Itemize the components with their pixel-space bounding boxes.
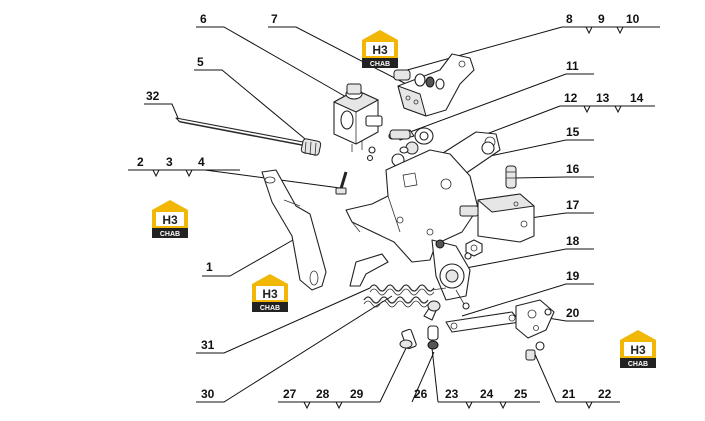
callout-26: 26 <box>414 387 428 401</box>
part-15-frame <box>345 149 479 263</box>
leader-8-9-10-tick <box>585 26 593 35</box>
callout-8: 8 <box>566 12 573 26</box>
leader-15 <box>489 139 594 157</box>
watermark-logo-1: H3 CHAB <box>362 30 398 68</box>
part-18-nut <box>465 239 483 257</box>
leader-17 <box>529 212 594 219</box>
leader-32 <box>144 103 179 119</box>
callout-2: 2 <box>137 155 144 169</box>
callout-29: 29 <box>350 387 364 401</box>
watermark-logo-4: H3 CHAB <box>620 330 656 368</box>
leader-2-3-4-tick <box>152 169 160 178</box>
callout-20: 20 <box>566 306 580 320</box>
leader-8-part <box>399 26 563 73</box>
leader-lines <box>128 26 660 410</box>
spring-mount-bracket <box>349 253 389 287</box>
watermark-logo-3: H3 CHAB <box>252 274 288 312</box>
callout-28: 28 <box>316 387 330 401</box>
part-20-clevis <box>515 299 555 339</box>
leader-29-part <box>379 343 409 403</box>
callout-16: 16 <box>566 162 580 176</box>
leader-12-13-14-tick <box>583 105 591 114</box>
callout-30: 30 <box>201 387 215 401</box>
callout-10: 10 <box>626 12 640 26</box>
callout-17: 17 <box>566 198 580 212</box>
leader-26 <box>411 351 435 403</box>
leader-6 <box>196 26 349 99</box>
watermark-caption-1: CHAB <box>370 61 390 68</box>
leader-5 <box>194 69 317 149</box>
part-1-bracket <box>261 169 327 291</box>
part-6-solenoid <box>333 83 383 152</box>
leader-30 <box>196 295 393 403</box>
leader-21-22-part <box>533 351 557 403</box>
part-4-bolt <box>335 171 348 195</box>
callout-31: 31 <box>201 338 215 352</box>
watermark-mark-2: H3 <box>162 213 178 227</box>
part-17-cylinder <box>459 193 535 243</box>
callout-1: 1 <box>206 260 213 274</box>
watermark-caption-4: CHAB <box>628 361 648 368</box>
callout-27: 27 <box>283 387 297 401</box>
part-32-rod <box>175 117 307 147</box>
callout-11: 11 <box>566 59 579 73</box>
leader-1 <box>202 235 301 277</box>
callouts: 1 2 3 4 5 6 7 8 9 10 11 12 13 14 15 16 1… <box>137 12 644 401</box>
callout-18: 18 <box>566 234 580 248</box>
callout-19: 19 <box>566 269 580 283</box>
leader-19 <box>461 283 594 317</box>
callout-9: 9 <box>598 12 605 26</box>
leader-23-24-25-tick <box>465 401 473 410</box>
leader-27-28-29-tick-b <box>335 401 343 410</box>
watermark-caption-2: CHAB <box>160 231 180 238</box>
watermark-mark-1: H3 <box>372 43 388 57</box>
watermark-logo-2: H3 CHAB <box>152 200 188 238</box>
leader-11 <box>409 73 594 133</box>
part-21-22-pin <box>525 341 545 361</box>
part-30-spring <box>363 296 429 308</box>
callout-7: 7 <box>271 12 278 26</box>
callout-12: 12 <box>564 91 578 105</box>
callout-23: 23 <box>445 387 459 401</box>
part-23-26-shaft <box>423 289 470 350</box>
callout-13: 13 <box>596 91 610 105</box>
part-5-rod-end <box>300 138 322 157</box>
watermark-mark-4: H3 <box>630 343 646 357</box>
callout-3: 3 <box>166 155 173 169</box>
callout-32: 32 <box>146 89 160 103</box>
part-8-10-bushings <box>393 69 445 90</box>
callout-25: 25 <box>514 387 528 401</box>
leader-16 <box>513 176 594 179</box>
callout-21: 21 <box>562 387 576 401</box>
callout-6: 6 <box>200 12 207 26</box>
callout-15: 15 <box>566 125 580 139</box>
callout-22: 22 <box>598 387 612 401</box>
leader-21-22-tick <box>585 401 593 410</box>
leader-23-24-25-tick-b <box>499 401 507 410</box>
lower-plate <box>431 239 472 301</box>
callout-5: 5 <box>197 55 204 69</box>
leader-12-13-14-tick-b <box>614 105 622 114</box>
leader-20 <box>547 317 594 322</box>
part-19-link-bar <box>445 311 521 333</box>
callout-24: 24 <box>480 387 494 401</box>
leader-27-28-29-tick <box>303 401 311 410</box>
callout-4: 4 <box>198 155 205 169</box>
part-27-29-bolt <box>399 328 417 350</box>
leader-2-3-4-tick-b <box>185 169 193 178</box>
part-31-spring <box>369 284 447 296</box>
leader-31 <box>196 287 371 354</box>
callout-14: 14 <box>630 91 644 105</box>
watermark-mark-3: H3 <box>262 287 278 301</box>
leader-18 <box>465 248 594 269</box>
watermark-caption-3: CHAB <box>260 305 280 312</box>
part-16-connector <box>505 165 517 189</box>
leader-8-9-10-tick-b <box>616 26 624 35</box>
